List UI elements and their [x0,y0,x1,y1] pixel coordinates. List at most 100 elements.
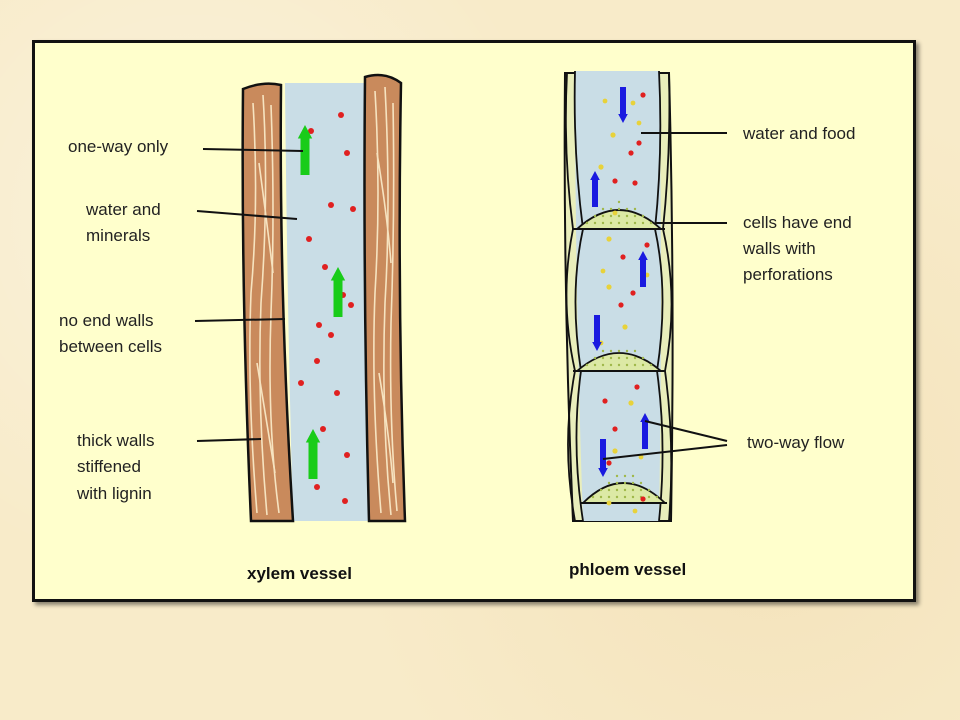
particle [322,264,328,270]
perforation [617,349,621,353]
perforation [593,356,597,360]
perforation [625,356,629,360]
label-no-end-walls-1: no end walls [59,311,154,330]
particle [636,140,642,146]
perforation [641,363,645,367]
perforation [599,495,603,499]
perforation [625,214,629,218]
label-one-way: one-way only [68,137,169,156]
perforation [609,349,613,353]
leader-thick-walls [196,438,262,442]
arrow-up-icon [297,125,313,175]
label-thick-walls-3: with lignin [76,484,152,503]
particle [612,426,618,432]
perforation [617,200,621,204]
perforation [623,474,627,478]
perforation [601,356,605,360]
xylem-wood-grain [249,86,398,516]
perforation [591,495,595,499]
perforation [633,349,637,353]
perforation [623,481,627,485]
perforation [649,363,653,367]
perforation [625,221,629,225]
particle [600,268,606,274]
particle [630,290,636,296]
perforation [639,488,643,492]
phloem-vessel [563,70,674,522]
perforation [607,495,611,499]
perforation [601,349,605,353]
perforation [617,363,621,367]
phloem-particles [598,92,650,514]
perforation [609,356,613,360]
perforation [601,207,605,211]
leader-one-way [202,148,304,152]
perforation [623,488,627,492]
label-end-walls-2: walls with [742,239,816,258]
perforation [585,363,589,367]
label-two-way: two-way flow [747,433,845,452]
sieve-plate [573,352,665,372]
arrow-down-icon [592,315,602,351]
perforation [615,488,619,492]
particle [606,236,612,242]
perforation [593,221,597,225]
xylem-lumen [285,83,369,521]
particle [348,302,354,308]
particle [606,500,612,506]
perforation [647,495,651,499]
arrow-up-icon [330,267,346,317]
arrow-up-icon [638,251,648,287]
perforation [647,488,651,492]
particle [598,164,604,170]
particle [342,498,348,504]
perforation [631,474,635,478]
label-thick-walls-2: stiffened [77,457,141,476]
label-thick-walls-1: thick walls [77,431,154,450]
label-no-end-walls-2: between cells [59,337,162,356]
perforation [633,214,637,218]
particle [618,302,624,308]
leader-no-end-walls [194,318,286,322]
particle [606,460,612,466]
perforation [601,221,605,225]
perforation [649,221,653,225]
label-water-minerals-1: water and [85,200,161,219]
particle [298,380,304,386]
label-water-minerals-2: minerals [86,226,150,245]
particle [632,180,638,186]
particle [344,150,350,156]
perforation [625,363,629,367]
leader-two-way-2 [602,444,728,460]
perforation [585,221,589,225]
label-end-walls-1: cells have end [743,213,852,232]
perforation [625,207,629,211]
particle [634,384,640,390]
particle [628,400,634,406]
caption-phloem: phloem vessel [569,560,686,579]
leader-two-way-1 [644,420,728,442]
perforation [655,495,659,499]
particle [620,254,626,260]
particle [606,284,612,290]
label-end-walls-3: perforations [743,265,833,284]
particle [306,236,312,242]
perforation [593,363,597,367]
perforation [633,221,637,225]
leader-water-minerals [196,210,298,220]
perforation [607,488,611,492]
particle [314,358,320,364]
particle [612,178,618,184]
particle [612,448,618,454]
perforation [609,207,613,211]
particle [350,206,356,212]
perforation [615,495,619,499]
perforation [617,221,621,225]
perforation [617,214,621,218]
particle [328,332,334,338]
particle [338,112,344,118]
particle [334,390,340,396]
particle [602,398,608,404]
particle [644,242,650,248]
perforation [601,363,605,367]
